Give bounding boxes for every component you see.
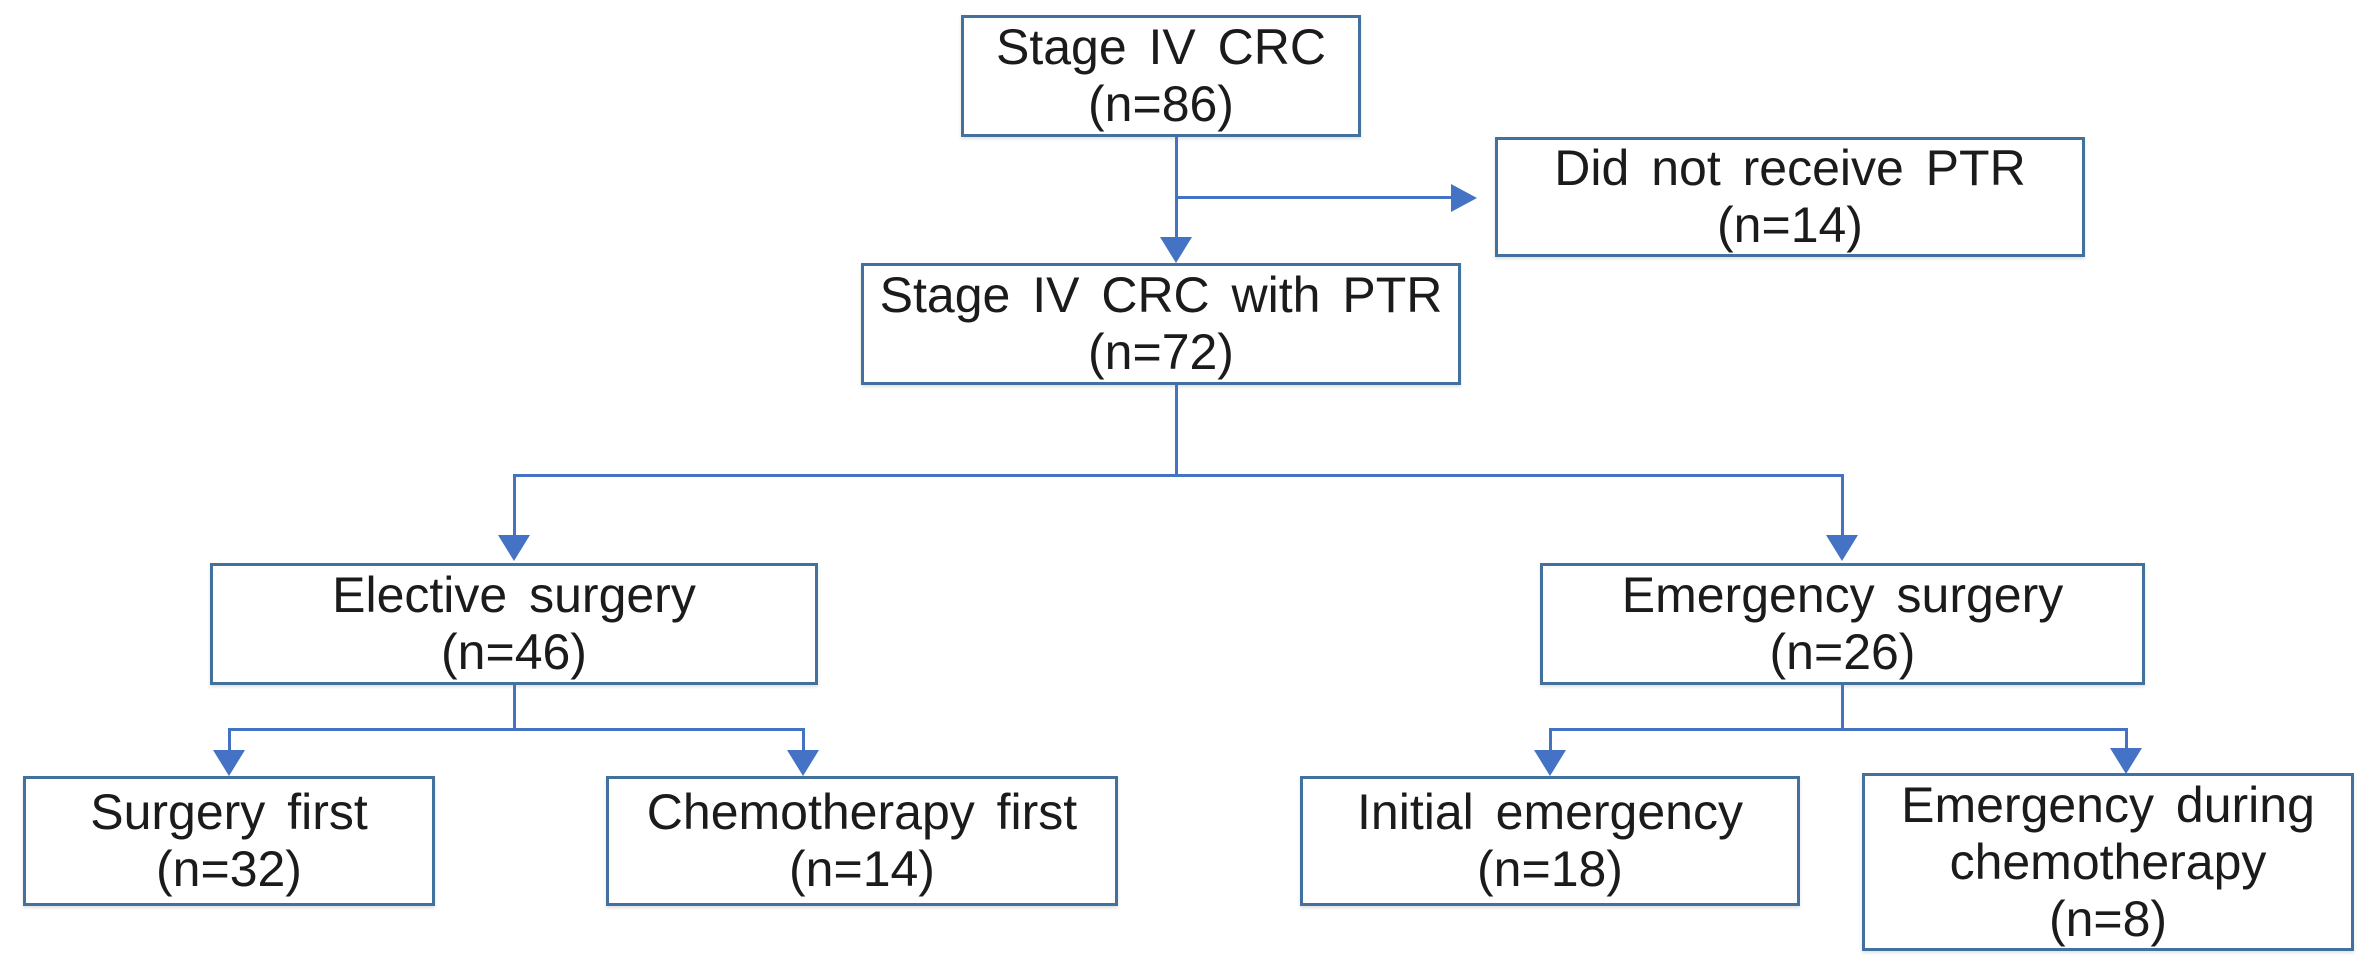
connector-initial-emergency-drop (1549, 728, 1552, 752)
node-initial-emergency: Initial emergency (n=18) (1300, 776, 1800, 906)
node-did-not-receive-ptr: Did not receive PTR (n=14) (1495, 137, 2085, 257)
connector-level1-horizontal (513, 474, 1844, 477)
connector-emergency-chemo-drop (2125, 728, 2128, 750)
node-stage-iv-crc: Stage IV CRC (n=86) (961, 15, 1361, 137)
node-emergency-during-chemotherapy: Emergency during chemotherapy (n=8) (1862, 773, 2354, 951)
connector-elective-stem (513, 685, 516, 731)
arrow-down-icon (213, 750, 245, 776)
node-label: Elective surgery (332, 567, 696, 623)
connector-elective-drop (513, 474, 516, 536)
connector-root-vertical (1175, 137, 1178, 240)
node-label: Stage IV CRC (995, 19, 1326, 75)
connector-emergency-horizontal (1549, 728, 2128, 731)
node-count: (n=32) (156, 841, 302, 897)
arrow-down-icon (1160, 237, 1192, 263)
node-label: Stage IV CRC with PTR (879, 267, 1443, 323)
node-label: Chemotherapy first (646, 784, 1078, 840)
node-label: Initial emergency (1357, 784, 1743, 840)
node-label: Did not receive PTR (1554, 140, 2026, 196)
connector-emergency-stem (1841, 685, 1844, 731)
connector-emergency-drop (1841, 474, 1844, 536)
node-chemotherapy-first: Chemotherapy first (n=14) (606, 776, 1118, 906)
node-count: (n=14) (789, 841, 935, 897)
arrow-right-icon (1451, 184, 1477, 212)
connector-chemo-first-drop (802, 728, 805, 752)
connector-exclusion-horizontal (1175, 196, 1451, 199)
node-count: (n=72) (1088, 324, 1234, 380)
node-count: (n=86) (1088, 76, 1234, 132)
node-count: (n=18) (1477, 841, 1623, 897)
node-emergency-surgery: Emergency surgery (n=26) (1540, 563, 2145, 685)
node-elective-surgery: Elective surgery (n=46) (210, 563, 818, 685)
node-label: Surgery first (90, 784, 368, 840)
node-count: (n=14) (1717, 197, 1863, 253)
node-count: (n=8) (2048, 890, 2168, 947)
arrow-down-icon (1534, 750, 1566, 776)
node-count: (n=46) (441, 624, 587, 680)
arrow-down-icon (498, 535, 530, 561)
connector-elective-horizontal (228, 728, 805, 731)
arrow-down-icon (2110, 748, 2142, 774)
node-surgery-first: Surgery first (n=32) (23, 776, 435, 906)
connector-ptr-vertical (1175, 385, 1178, 476)
connector-surgery-first-drop (228, 728, 231, 752)
arrow-down-icon (787, 750, 819, 776)
node-count: (n=26) (1769, 624, 1916, 680)
node-stage-iv-crc-with-ptr: Stage IV CRC with PTR (n=72) (861, 263, 1461, 385)
arrow-down-icon (1826, 535, 1858, 561)
node-label: Emergency during chemotherapy (1901, 776, 2315, 890)
node-label: Emergency surgery (1621, 567, 2064, 623)
